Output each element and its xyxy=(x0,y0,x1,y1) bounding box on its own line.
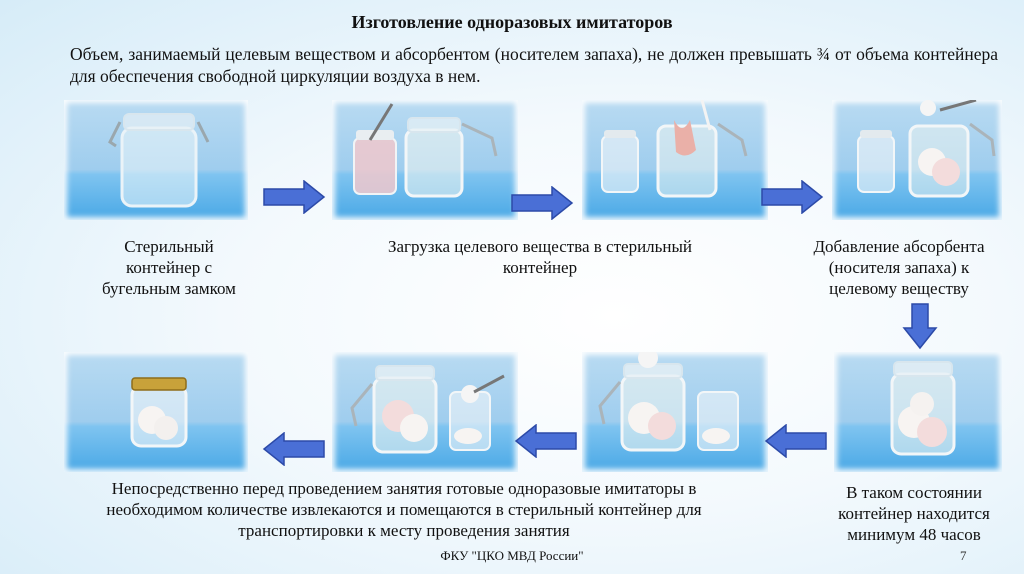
arrow-right-3 xyxy=(761,180,824,214)
photo-empty-jar xyxy=(64,100,248,220)
caption-48-hours: В таком состоянии контейнер находится ми… xyxy=(838,483,990,544)
intro-paragraph: Объем, занимаемый целевым веществом и аб… xyxy=(70,44,998,86)
caption-adding-absorbent: Добавление абсорбента (носителя запаха) … xyxy=(813,237,985,298)
arrow-left-1 xyxy=(764,424,827,458)
caption-sterile-container: Стерильный контейнер с бугельным замком xyxy=(102,237,236,298)
slide-title: Изготовление одноразовых имитаторов xyxy=(351,12,673,32)
photo-adding-absorbent xyxy=(832,100,1002,220)
photo-jar-with-absorbents xyxy=(582,352,768,472)
arrow-left-3 xyxy=(262,432,325,466)
photo-ready-container xyxy=(64,352,248,472)
footer-organization: ФКУ "ЦКО МВД России" xyxy=(440,548,584,563)
page-number: 7 xyxy=(960,548,967,563)
photo-sealed-jar-48h xyxy=(834,352,1002,472)
arrow-left-2 xyxy=(514,424,577,458)
caption-transport: Непосредственно перед проведением заняти… xyxy=(106,479,702,540)
caption-loading-substance: Загрузка целевого вещества в стерильный … xyxy=(387,237,693,277)
photo-substance-in-jar xyxy=(582,100,768,220)
arrow-down xyxy=(902,303,938,350)
arrow-right-2 xyxy=(511,186,574,220)
photo-loading-substance xyxy=(332,100,518,220)
arrow-right-1 xyxy=(263,180,326,214)
photo-transfer-imitators xyxy=(332,352,518,472)
